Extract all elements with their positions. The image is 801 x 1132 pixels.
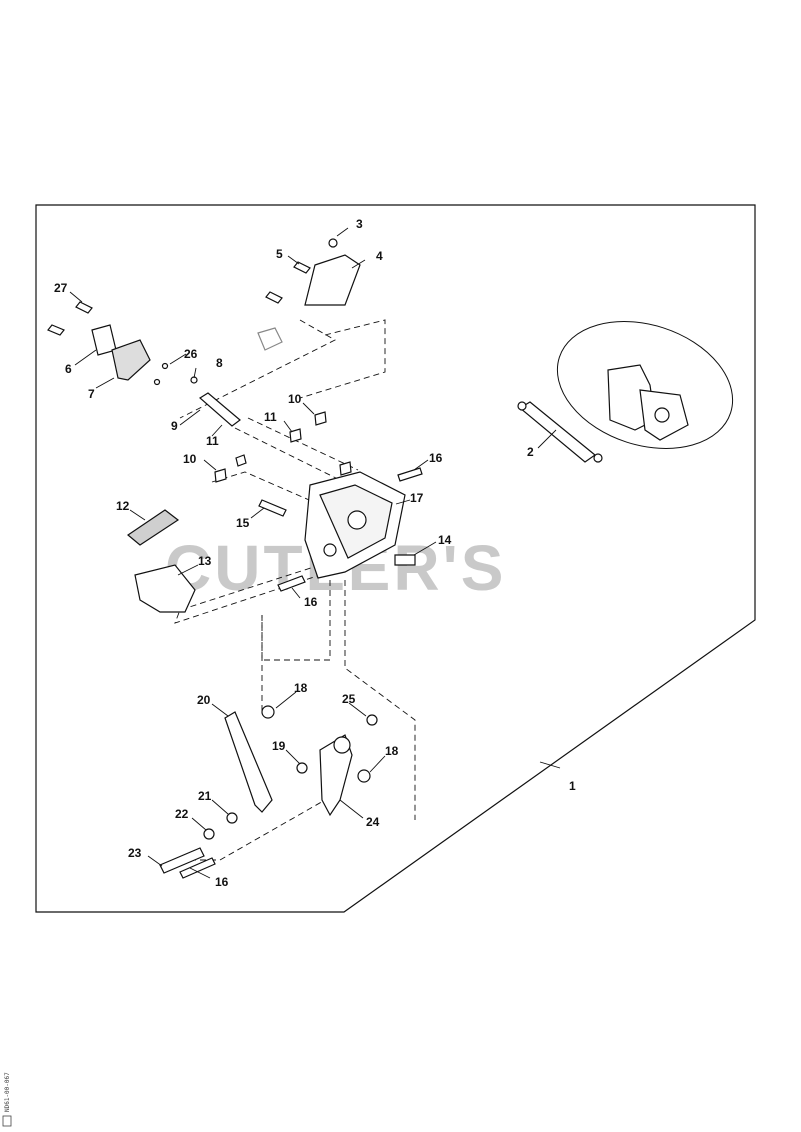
corner-mark [2,1115,12,1127]
callout-4: 4 [376,249,383,263]
callout-20: 20 [197,693,211,707]
assembly-border [35,204,756,913]
callout-14: 14 [438,533,452,547]
callout-17: 17 [410,491,424,505]
part-shapes [47,238,423,879]
callout-10-a: 10 [288,392,302,406]
callout-16-b: 16 [304,595,318,609]
callout-13: 13 [198,554,212,568]
callout-22: 22 [175,807,189,821]
callout-10-b: 10 [183,452,197,466]
callout-18-b: 18 [385,744,399,758]
detail-view [517,321,734,463]
callout-11-a: 11 [264,410,277,424]
callout-8: 8 [216,356,223,370]
callout-16-c: 16 [215,875,229,889]
callout-3: 3 [356,217,363,231]
callout-6: 6 [65,362,72,376]
callout-7: 7 [88,387,95,401]
callout-11-b: 11 [206,434,219,448]
callout-18-a: 18 [294,681,308,695]
callouts: 1 2 3 4 5 6 7 8 9 10 10 11 11 12 13 14 1… [54,217,576,889]
callout-15: 15 [236,516,250,530]
callout-12: 12 [116,499,130,513]
callout-19: 19 [272,739,286,753]
callout-25: 25 [342,692,356,706]
callout-23: 23 [128,846,142,860]
side-code: ND61-00-067 [4,1072,11,1112]
callout-9: 9 [171,419,178,433]
callout-16-a: 16 [429,451,443,465]
leader-lines [69,227,561,879]
assembly-guides [174,319,416,861]
callout-5: 5 [276,247,283,261]
callout-21: 21 [198,789,212,803]
callout-26: 26 [184,347,198,361]
callout-24: 24 [366,815,380,829]
callout-2: 2 [527,445,534,459]
callout-27: 27 [54,281,68,295]
callout-1: 1 [569,779,576,793]
